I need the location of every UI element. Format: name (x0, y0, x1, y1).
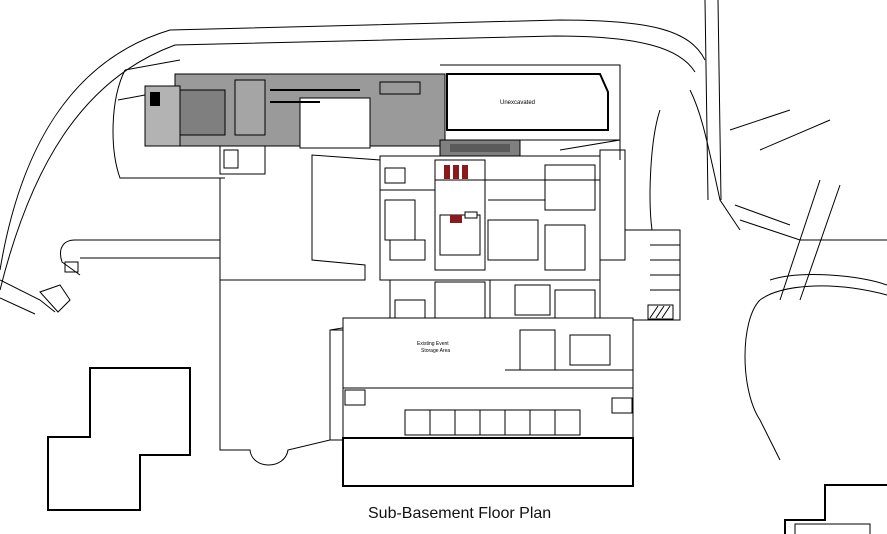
connector-building (389, 279, 601, 321)
right-building-outline (784, 484, 887, 534)
storage-area-label-line1: Existing Event (417, 341, 449, 347)
right-building-inner (794, 523, 871, 534)
road-outline (0, 0, 887, 461)
left-drive (0, 239, 220, 315)
left-building-outline (47, 367, 191, 511)
unexcavated-area (446, 73, 609, 131)
corridor-band-inner (450, 144, 510, 152)
central-building (379, 139, 626, 281)
unexcavated-label: Unexcavated (500, 100, 535, 106)
north-wing (144, 73, 446, 175)
site-boundary (219, 154, 391, 466)
north-perimeter (440, 64, 621, 141)
storage-area-label-line2: Storage Area (421, 348, 450, 354)
plan-title: Sub-Basement Floor Plan (368, 505, 552, 522)
equipment-marks (444, 165, 478, 223)
south-building (330, 317, 634, 487)
east-wing (600, 229, 681, 321)
